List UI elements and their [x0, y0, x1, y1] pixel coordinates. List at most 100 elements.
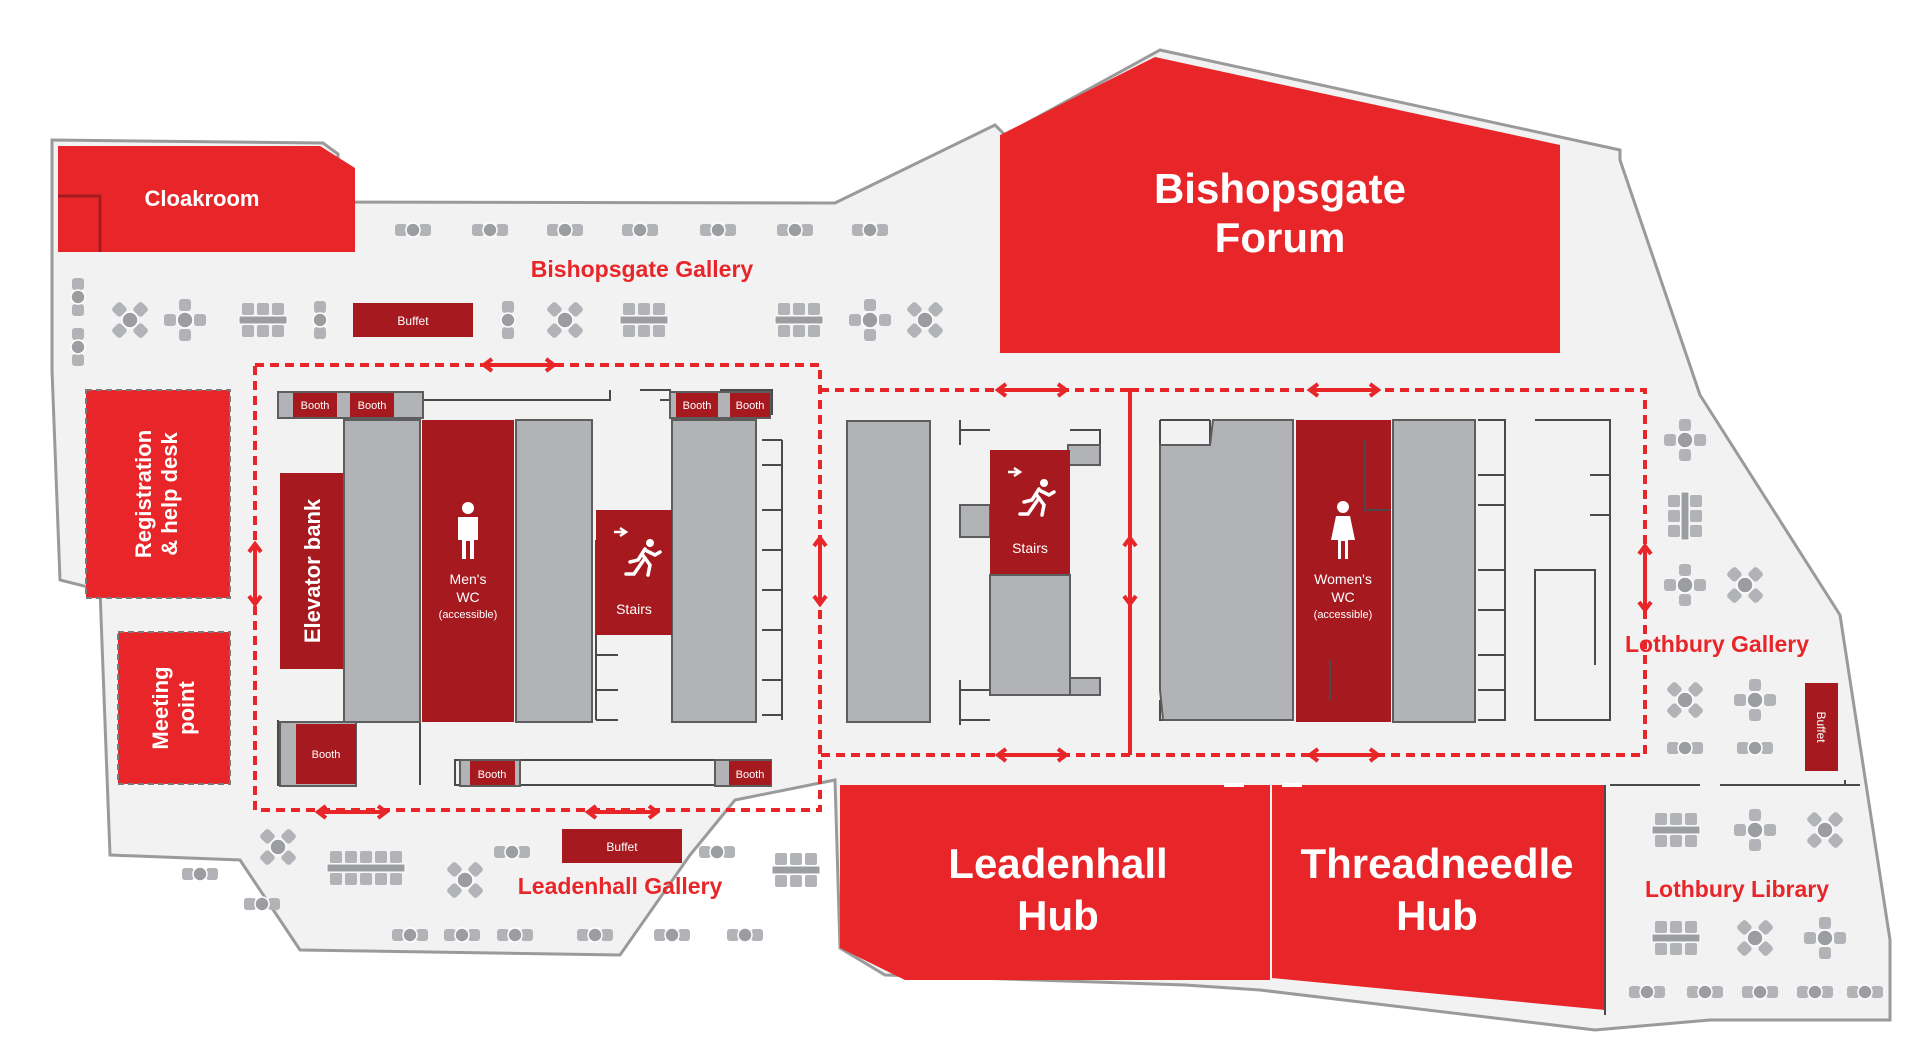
- table-pair: [472, 222, 508, 238]
- elevator-bank-label: Elevator bank: [300, 498, 325, 643]
- left-core: Booth Booth Booth Booth Elevator bank Me…: [277, 389, 783, 787]
- table-pair: [392, 927, 428, 943]
- lothbury-library-label: Lothbury Library: [1645, 876, 1829, 902]
- table-group: [112, 302, 148, 338]
- long-table: [238, 303, 288, 337]
- table-pair: [500, 301, 516, 339]
- table-group: [1737, 920, 1773, 956]
- booth-label: Booth: [312, 749, 341, 761]
- registration-label-line1: Registration: [131, 430, 156, 558]
- right-core: Women's WC (accessible): [1159, 419, 1611, 723]
- table-pair: [777, 222, 813, 238]
- long-table: [1651, 813, 1701, 847]
- buffet-lothbury[interactable]: Buffet: [1805, 683, 1838, 771]
- booth-label: Booth: [683, 400, 712, 412]
- bishopsgate-gallery-label: Bishopsgate Gallery: [531, 256, 754, 282]
- threadneedle-label-line1: Threadneedle: [1300, 840, 1573, 887]
- buffet-bishopsgate[interactable]: Buffet: [353, 303, 473, 337]
- mens-wc-icon: [458, 502, 478, 559]
- table-group: [1734, 809, 1776, 851]
- table-pair: [577, 927, 613, 943]
- meeting-point[interactable]: Meeting point: [117, 631, 231, 785]
- table-pair: [1737, 740, 1773, 756]
- meeting-label-line2: point: [174, 680, 199, 734]
- table-pair: [852, 222, 888, 238]
- forum-label-line1: Bishopsgate: [1154, 165, 1406, 212]
- table-pair: [497, 927, 533, 943]
- table-group: [547, 302, 583, 338]
- leadenhall-hub[interactable]: Leadenhall Hub: [840, 785, 1270, 980]
- lothbury-gallery-label: Lothbury Gallery: [1625, 631, 1809, 657]
- leadenhall-label-line2: Hub: [1017, 892, 1099, 939]
- booth-label: Booth: [736, 400, 765, 412]
- furniture: [70, 222, 1883, 1000]
- stairs-icon: [1008, 466, 1056, 517]
- booth-label: Booth: [301, 400, 330, 412]
- table-pair: [1667, 740, 1703, 756]
- womens-wc-icon: [1331, 501, 1355, 559]
- table-pair: [1797, 984, 1833, 1000]
- table-pair: [244, 896, 280, 912]
- bishopsgate-forum[interactable]: Bishopsgate Forum: [1000, 57, 1560, 353]
- meeting-label-line1: Meeting: [148, 666, 173, 749]
- buffet-leadenhall[interactable]: Buffet: [562, 829, 682, 863]
- table-pair: [1847, 984, 1883, 1000]
- table-pair: [70, 328, 86, 366]
- middle-core: Stairs: [846, 420, 1101, 725]
- long-table: [771, 853, 821, 887]
- cloakroom-label: Cloakroom: [145, 186, 260, 211]
- zone-middle: [820, 388, 1132, 757]
- long-table: [774, 303, 824, 337]
- long-table: [326, 851, 406, 885]
- table-group: [1734, 679, 1776, 721]
- booth-label: Booth: [358, 400, 387, 412]
- table-pair: [444, 927, 480, 943]
- table-group: [1804, 917, 1846, 959]
- long-table: [619, 303, 669, 337]
- stairs-icon: [614, 526, 662, 577]
- mens-wc-line3: (accessible): [439, 609, 498, 621]
- cloakroom[interactable]: Cloakroom: [58, 146, 355, 252]
- registration-label-line2: & help desk: [157, 431, 182, 555]
- table-pair: [699, 844, 735, 860]
- mens-wc-line2: WC: [456, 589, 479, 605]
- table-group: [447, 862, 483, 898]
- table-group: [849, 299, 891, 341]
- table-pair: [727, 927, 763, 943]
- leadenhall-label-line1: Leadenhall: [948, 840, 1167, 887]
- threadneedle-hub[interactable]: Threadneedle Hub: [1272, 785, 1605, 1010]
- table-pair: [70, 278, 86, 316]
- table-pair: [700, 222, 736, 238]
- table-pair: [547, 222, 583, 238]
- table-pair: [312, 301, 328, 339]
- table-group: [1807, 812, 1843, 848]
- stairs-label: Stairs: [616, 601, 652, 617]
- table-pair: [1629, 984, 1665, 1000]
- table-group: [164, 299, 206, 341]
- forum-label-line2: Forum: [1215, 214, 1346, 261]
- threadneedle-label-line2: Hub: [1396, 892, 1478, 939]
- buffet-label: Buffet: [606, 840, 638, 854]
- buffet-label: Buffet: [397, 314, 429, 328]
- table-pair: [622, 222, 658, 238]
- table-group: [1727, 567, 1763, 603]
- stairs-label: Stairs: [1012, 540, 1048, 556]
- leadenhall-gallery-label: Leadenhall Gallery: [518, 873, 723, 899]
- table-group: [907, 302, 943, 338]
- table-pair: [182, 866, 218, 882]
- table-group: [260, 829, 296, 865]
- two-way-arrow-icon: [247, 357, 1653, 820]
- registration-help-desk[interactable]: Registration & help desk: [85, 389, 231, 599]
- table-group: [1667, 682, 1703, 718]
- table-group: [1664, 419, 1706, 461]
- table-pair: [395, 222, 431, 238]
- long-table: [1668, 491, 1702, 541]
- womens-wc-line2: WC: [1331, 589, 1354, 605]
- table-pair: [1687, 984, 1723, 1000]
- table-pair: [1742, 984, 1778, 1000]
- booth-label: Booth: [478, 769, 507, 781]
- booth-label: Booth: [736, 769, 765, 781]
- table-group: [1664, 564, 1706, 606]
- long-table: [1651, 921, 1701, 955]
